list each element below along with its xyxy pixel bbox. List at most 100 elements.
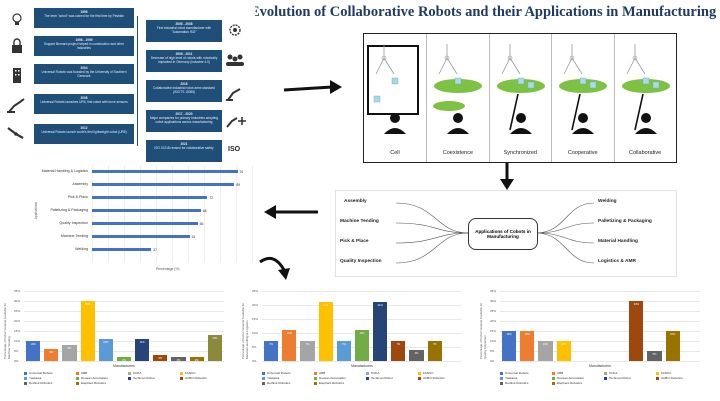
chart-xlabel: Manufacturers: [113, 364, 135, 368]
robot-plus-icon: [226, 117, 246, 128]
legend-item: FANUC: [418, 371, 462, 375]
robot-arm-icon-2: [7, 127, 24, 139]
stage-synchronized: Synchronized: [488, 34, 551, 162]
mind-map-link: [395, 232, 469, 244]
chart-data-label: 11%: [103, 341, 109, 344]
legend-label: Doosan Automation: [81, 376, 109, 380]
legend-item: Yaskawa: [262, 376, 306, 380]
legend-swatch: [180, 376, 183, 380]
timeline-text: Decrease of high level of robots with ro…: [150, 56, 218, 64]
chart-data-label: 7%: [269, 343, 273, 347]
legend-item: Rethink Robotics: [24, 381, 68, 385]
chart-data-label: 10%: [542, 343, 549, 346]
legend-swatch: [76, 376, 79, 380]
chart-gridline: [24, 331, 224, 332]
chart-data-label: 11%: [286, 332, 292, 336]
stage-collaborative: Collaborative: [613, 34, 676, 162]
chart-gridline: [500, 311, 700, 312]
chart-ylabel: Percentage of Cobot Variants Available f…: [479, 302, 487, 359]
stage-illustration: [433, 44, 483, 134]
legend-swatch: [552, 381, 555, 385]
chart-gridline: [500, 321, 700, 322]
chart-bar: [336, 341, 351, 361]
chart-bar: [153, 355, 168, 361]
chart-gridline: [262, 361, 462, 362]
hbar-bar: [92, 235, 190, 238]
stage-illustration: [559, 44, 608, 134]
page-title: Evolution of Collaborative Robots and th…: [250, 4, 717, 20]
legend-label: Universal Robots: [267, 371, 291, 375]
chart-gridline: [500, 351, 700, 352]
chart-gridline: [24, 351, 224, 352]
hbar-category-label: Material Handling & Logistics: [41, 169, 88, 173]
hbar-category-label: Quality Inspection: [59, 221, 88, 225]
legend-swatch: [314, 376, 317, 380]
legend-item: AUBO Robotics: [180, 376, 224, 380]
timeline-year: 1996: [80, 10, 88, 14]
chart-bar: [391, 341, 406, 361]
legend-item: Universal Robots: [262, 371, 306, 375]
hbar-gridline: [204, 166, 205, 262]
timeline-year: 2017 - 2020: [175, 112, 193, 116]
chart-y-tick: 10%: [14, 339, 21, 343]
timeline-text: Major companies for primary industries a…: [149, 116, 219, 124]
legend-item: Techman Robot: [366, 376, 410, 380]
chart-data-label: 21%: [323, 304, 329, 308]
chart-bar: [502, 331, 517, 361]
hbar-gridline: [108, 166, 109, 262]
hbar-gridline: [92, 166, 93, 262]
chart-y-tick: 15%: [14, 329, 21, 333]
chart-gridline: [500, 341, 700, 342]
chart-bar: [300, 341, 315, 361]
legend-item: Universal Robots: [500, 371, 544, 375]
mind-map-node-right: Palletizing & Packaging: [598, 219, 652, 224]
chart-y-tick: 20%: [490, 319, 497, 323]
legend-label: Universal Robots: [505, 371, 529, 375]
legend-swatch: [366, 371, 369, 375]
legend-label: AUBO Robotics: [661, 376, 683, 380]
hbar-bar: [92, 196, 208, 199]
chart-bar: [189, 357, 204, 361]
hbar-value-label: 89: [236, 182, 241, 187]
chart-y-tick: 0%: [252, 359, 257, 363]
legend-item: FANUC: [180, 371, 224, 375]
timeline-year: 2006 - 2011: [175, 52, 193, 56]
stage-cooperative: Cooperative: [551, 34, 613, 162]
stage-label: Collaborative: [629, 150, 662, 156]
chart-bar: [665, 331, 680, 361]
hbar-value-label: 72: [209, 195, 213, 200]
chart-gridline: [500, 291, 700, 292]
legend-label: KUKA: [371, 371, 380, 375]
legend-label: KUKA: [133, 371, 142, 375]
hbar-category-label: Pick & Place: [67, 195, 88, 199]
mind-map-link: [395, 202, 469, 234]
legend-label: Techman Robot: [133, 376, 155, 380]
chart-bar: [171, 357, 186, 361]
chart-bar: [62, 345, 77, 361]
bulb-icon: [12, 13, 22, 25]
arrow-right-icon: [283, 80, 342, 94]
mind-map-node-left: Machine Tending: [340, 219, 379, 224]
hbar-gridline: [220, 166, 221, 262]
chart-gridline: [262, 305, 462, 306]
hbar-category-label: Machine Tending: [60, 234, 88, 238]
chart-gridline: [262, 291, 462, 292]
hbar-gridline: [124, 166, 125, 262]
legend-swatch: [418, 376, 421, 380]
hbar-gridline: [188, 166, 189, 262]
chart-y-tick: 10%: [490, 339, 497, 343]
mind-map-node-right: Logistics & AMR: [598, 259, 636, 264]
legend-item: FANUC: [656, 371, 700, 375]
mind-map-link: [535, 232, 595, 244]
chart-gridline: [500, 361, 700, 362]
mind-map-link: [535, 202, 595, 234]
gear-bulb-icon: [229, 24, 241, 36]
chart-data-label: 6%: [49, 351, 54, 354]
